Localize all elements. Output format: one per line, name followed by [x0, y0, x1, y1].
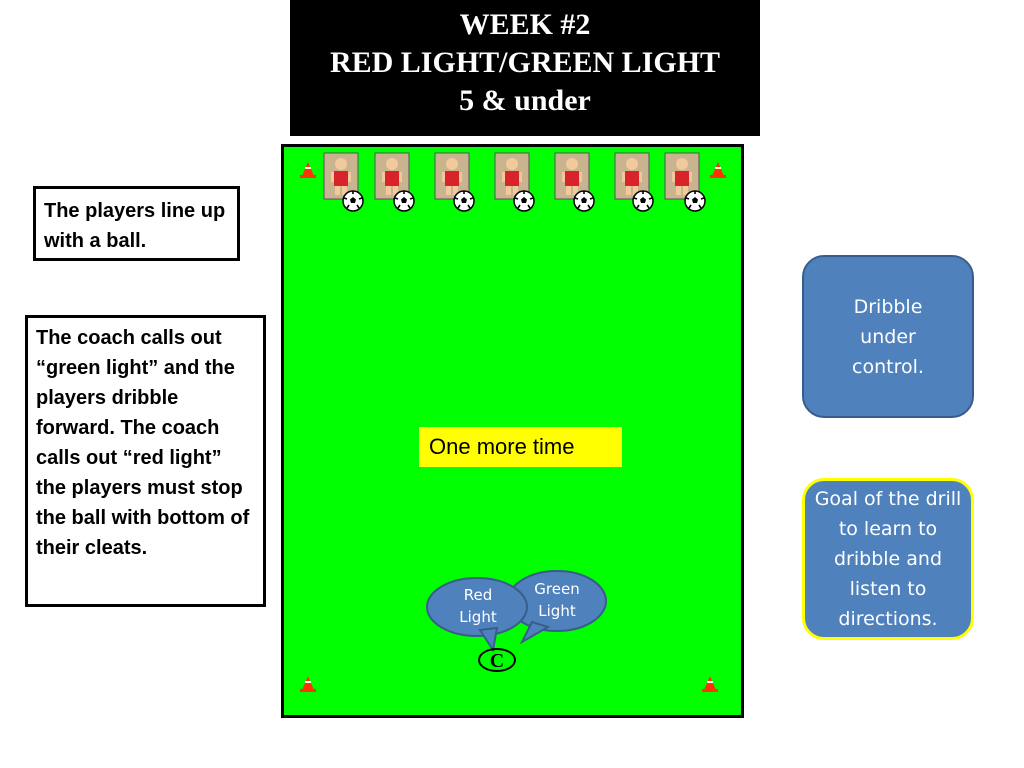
coach-marker: C [478, 648, 516, 672]
field-label: One more time [419, 427, 622, 467]
note-instructions: The coach calls out “green light” and th… [25, 315, 266, 607]
tip-goal-text: Goal of the drill to learn to dribble an… [813, 484, 963, 634]
red-light-bubble-text: Red Light [447, 584, 509, 628]
tip-goal: Goal of the drill to learn to dribble an… [802, 478, 974, 640]
title-banner: WEEK #2 RED LIGHT/GREEN LIGHT 5 & under [290, 0, 760, 136]
note-lineup: The players line up with a ball. [33, 186, 240, 261]
green-light-bubble-text: Green Light [518, 578, 596, 622]
title-week: WEEK #2 [290, 6, 760, 44]
tip-dribble-text: Dribble under control. [828, 292, 948, 382]
title-age-group: 5 & under [290, 82, 760, 120]
title-drill-name: RED LIGHT/GREEN LIGHT [290, 44, 760, 82]
tip-dribble: Dribble under control. [802, 255, 974, 418]
